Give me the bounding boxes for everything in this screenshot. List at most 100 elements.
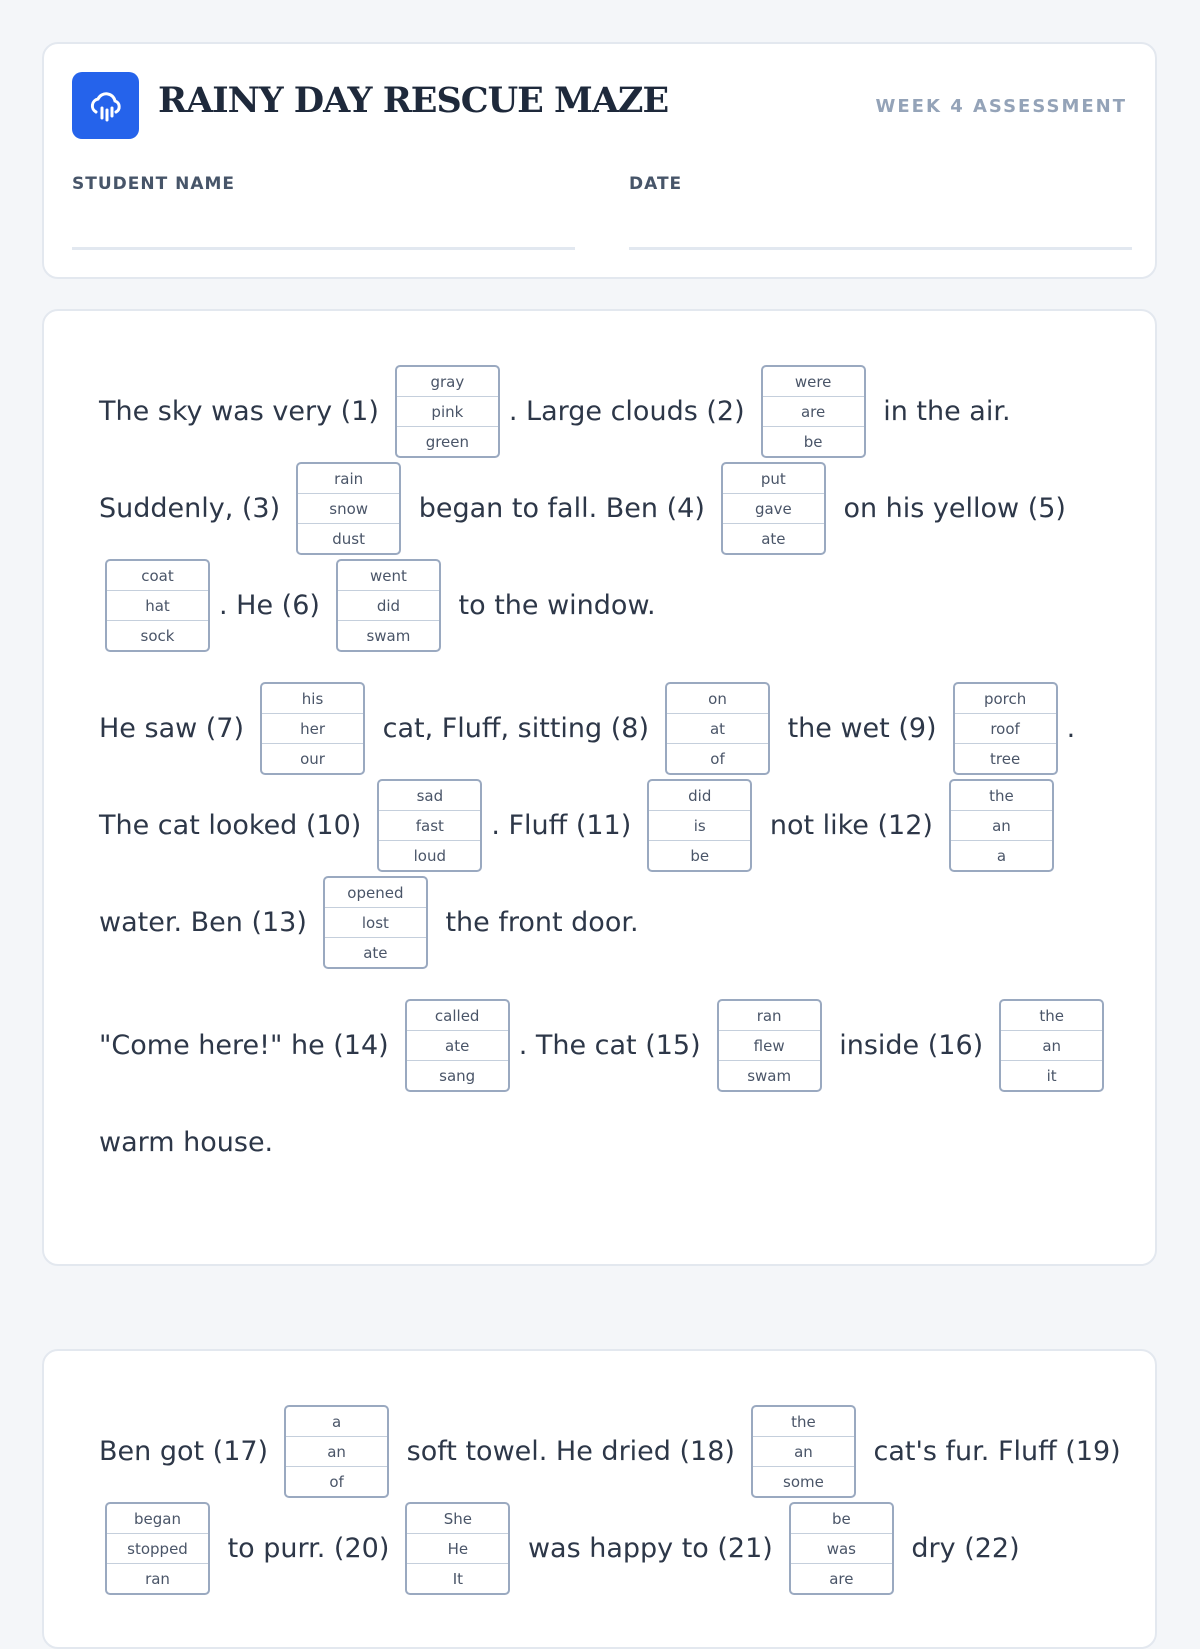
choice-option[interactable]: did	[337, 590, 439, 620]
choice-option[interactable]: was	[790, 1533, 892, 1563]
choice-option[interactable]: rain	[334, 469, 364, 488]
choice-option[interactable]: swam	[718, 1060, 820, 1090]
story-text-segment: the wet (9)	[779, 713, 937, 744]
choice-option[interactable]: of	[667, 743, 768, 773]
choice-option[interactable]: ran	[107, 1563, 208, 1593]
choice-option[interactable]: ate	[722, 523, 824, 553]
choice-option[interactable]: lost	[324, 907, 426, 937]
story-text-segment: was happy to (21)	[519, 1533, 773, 1564]
choice-option[interactable]: put	[760, 469, 786, 488]
choice-option[interactable]: porch	[983, 689, 1027, 708]
choice-option[interactable]: dust	[298, 523, 400, 553]
choice-option[interactable]: an	[752, 1436, 854, 1466]
story-text-segment: He saw (7)	[99, 713, 245, 744]
choice-option[interactable]: sad	[416, 786, 444, 805]
choice-option[interactable]: green	[396, 426, 498, 456]
story-text-segment: began to fall. Ben (4)	[410, 493, 705, 524]
choice-option[interactable]: a	[331, 1412, 342, 1431]
date-field[interactable]	[629, 247, 1132, 250]
choice-option[interactable]: opened	[347, 883, 404, 902]
choice-option[interactable]: be	[762, 426, 864, 456]
choice-option[interactable]: an	[950, 810, 1052, 840]
choice-option[interactable]: were	[794, 372, 832, 391]
choice-option[interactable]: some	[752, 1466, 854, 1496]
choice-option[interactable]: the	[791, 1412, 816, 1431]
story-text-segment: in the air.	[874, 396, 1011, 427]
choice-option[interactable]: tree	[954, 743, 1056, 773]
choice-option[interactable]: hat	[107, 590, 208, 620]
choice-option[interactable]: stopped	[107, 1533, 208, 1563]
choice-option[interactable]: gray	[430, 372, 465, 391]
choice-option[interactable]: roof	[954, 713, 1056, 743]
choice-option[interactable]: did	[688, 786, 712, 805]
student-name-label: STUDENT NAME	[72, 174, 236, 194]
choice-option[interactable]: a	[950, 840, 1052, 870]
choice-option[interactable]: went	[369, 566, 407, 585]
choice-option[interactable]: is	[649, 810, 751, 840]
choice-option[interactable]: the	[989, 786, 1014, 805]
choice-option[interactable]: swam	[337, 620, 439, 650]
choice-option[interactable]: our	[262, 743, 364, 773]
choice-option[interactable]: ran	[756, 1006, 782, 1025]
choice-option[interactable]: fast	[379, 810, 481, 840]
choice-option[interactable]: her	[262, 713, 364, 743]
choice-option[interactable]: He	[407, 1533, 509, 1563]
choice-option[interactable]: ate	[406, 1030, 508, 1060]
choice-option[interactable]: are	[762, 396, 864, 426]
choice-option[interactable]: began	[134, 1509, 181, 1528]
choice-option[interactable]: flew	[718, 1030, 820, 1060]
choice-option[interactable]: on	[708, 689, 727, 708]
choice-option[interactable]: at	[667, 713, 768, 743]
choice-option[interactable]: coat	[141, 566, 174, 585]
choice-option[interactable]: loud	[379, 840, 481, 870]
choice-option[interactable]: an	[1001, 1030, 1103, 1060]
choice-option[interactable]: an	[286, 1436, 388, 1466]
choice-option[interactable]: snow	[298, 493, 400, 523]
choice-option[interactable]: of	[286, 1466, 388, 1496]
choice-option[interactable]: pink	[396, 396, 498, 426]
student-name-field[interactable]	[72, 247, 575, 250]
choice-option[interactable]: be	[831, 1509, 851, 1528]
choice-option[interactable]: the	[1039, 1006, 1064, 1025]
choice-option[interactable]: It	[407, 1563, 509, 1593]
choice-option[interactable]: it	[1001, 1060, 1103, 1090]
choice-option[interactable]: sock	[107, 620, 208, 650]
choice-option[interactable]: his	[301, 689, 324, 708]
choice-option[interactable]: be	[649, 840, 751, 870]
choice-option[interactable]: gave	[722, 493, 824, 523]
story-text-segment: .	[1066, 713, 1076, 744]
choice-option[interactable]: She	[443, 1509, 472, 1528]
choice-option[interactable]: called	[434, 1006, 480, 1025]
choice-option[interactable]: sang	[406, 1060, 508, 1090]
choice-option[interactable]: are	[790, 1563, 892, 1593]
choice-option[interactable]: ate	[324, 937, 426, 967]
